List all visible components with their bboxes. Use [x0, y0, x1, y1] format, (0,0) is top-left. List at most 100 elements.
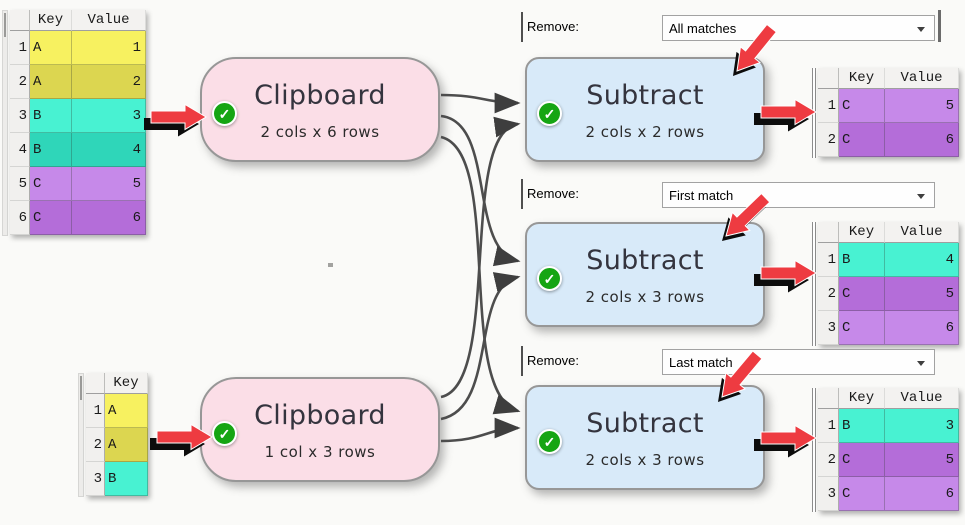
- row-number: 2: [86, 428, 105, 462]
- node-subtract-1[interactable]: ✓ Subtract 2 cols x 2 rows: [525, 57, 765, 162]
- row-number: 3: [818, 311, 839, 345]
- data-cell[interactable]: A: [105, 394, 148, 428]
- remove-label: Remove:: [527, 353, 580, 368]
- row-number-header: [818, 388, 839, 409]
- column-header[interactable]: Key: [30, 10, 72, 31]
- status-ok-icon: ✓: [212, 101, 237, 126]
- status-ok-icon: ✓: [537, 101, 562, 126]
- data-cell[interactable]: 4: [885, 243, 959, 277]
- data-cell[interactable]: 4: [72, 133, 146, 167]
- column-header[interactable]: Value: [72, 10, 146, 31]
- data-cell[interactable]: C: [839, 311, 885, 345]
- node-title: Subtract: [586, 80, 704, 111]
- arrow-shadow: [144, 111, 199, 137]
- data-cell[interactable]: A: [30, 65, 72, 99]
- row-number: 4: [10, 133, 30, 167]
- data-cell[interactable]: C: [839, 89, 885, 123]
- row-number: 3: [86, 462, 105, 496]
- data-cell[interactable]: C: [839, 123, 885, 157]
- pane-edge: [521, 179, 523, 209]
- data-cell[interactable]: 5: [72, 167, 146, 201]
- data-cell[interactable]: A: [30, 31, 72, 65]
- connector-lines: [440, 92, 521, 443]
- column-header[interactable]: Key: [839, 68, 885, 89]
- pane-scrollbar[interactable]: [2, 10, 8, 236]
- row-number-header: [818, 222, 839, 243]
- status-ok-icon: ✓: [537, 266, 562, 291]
- node-size-label: 2 cols x 3 rows: [585, 288, 705, 306]
- red-arrow-icon: [760, 425, 817, 451]
- node-size-label: 2 cols x 2 rows: [585, 123, 705, 141]
- row-number-header: [818, 68, 839, 89]
- row-number: 1: [818, 243, 839, 277]
- column-header[interactable]: Key: [105, 373, 148, 394]
- remove-dropdown-1[interactable]: All matches: [662, 15, 935, 41]
- data-cell[interactable]: 5: [885, 89, 959, 123]
- chevron-down-icon: [917, 361, 925, 366]
- data-cell[interactable]: B: [839, 409, 885, 443]
- node-clipboard-1[interactable]: ✓ Clipboard 2 cols x 6 rows: [200, 57, 440, 162]
- canvas-grid-dot: [328, 263, 333, 267]
- row-number: 1: [10, 31, 30, 65]
- remove-label: Remove:: [527, 19, 580, 34]
- remove-dropdown-3-value: Last match: [669, 354, 733, 370]
- row-number: 1: [86, 394, 105, 428]
- node-clipboard-2[interactable]: ✓ Clipboard 1 col x 3 rows: [200, 377, 440, 482]
- data-cell[interactable]: 3: [72, 99, 146, 133]
- data-cell[interactable]: C: [839, 477, 885, 511]
- data-cell[interactable]: B: [30, 133, 72, 167]
- remove-dropdown-3[interactable]: Last match: [662, 349, 935, 375]
- pane-edge: [938, 10, 941, 42]
- data-cell[interactable]: 2: [72, 65, 146, 99]
- data-cell[interactable]: 3: [885, 409, 959, 443]
- row-number: 1: [818, 89, 839, 123]
- remove-dropdown-2[interactable]: First match: [662, 182, 935, 208]
- data-cell[interactable]: 6: [885, 311, 959, 345]
- row-number: 3: [818, 477, 839, 511]
- data-cell[interactable]: 1: [72, 31, 146, 65]
- data-cell[interactable]: C: [30, 167, 72, 201]
- data-cell[interactable]: B: [30, 99, 72, 133]
- row-number-header: [86, 373, 105, 394]
- pane-scrollbar[interactable]: [78, 373, 84, 497]
- red-arrow-icon: [760, 260, 817, 286]
- row-number: 5: [10, 167, 30, 201]
- remove-dropdown-1-value: All matches: [669, 20, 737, 36]
- node-size-label: 2 cols x 6 rows: [260, 123, 380, 141]
- node-title: Subtract: [586, 245, 704, 276]
- data-cell[interactable]: B: [105, 462, 148, 496]
- status-ok-icon: ✓: [537, 429, 562, 454]
- node-subtract-2[interactable]: ✓ Subtract 2 cols x 3 rows: [525, 222, 765, 327]
- column-header[interactable]: Value: [885, 222, 959, 243]
- data-cell[interactable]: C: [30, 201, 72, 235]
- data-cell[interactable]: B: [839, 243, 885, 277]
- chevron-down-icon: [917, 27, 925, 32]
- data-cell[interactable]: A: [105, 428, 148, 462]
- pane-edge: [521, 12, 523, 42]
- row-number: 2: [818, 277, 839, 311]
- data-cell[interactable]: 6: [885, 123, 959, 157]
- node-title: Clipboard: [254, 80, 386, 111]
- data-cell[interactable]: 6: [885, 477, 959, 511]
- row-number: 3: [10, 99, 30, 133]
- data-cell[interactable]: 5: [885, 277, 959, 311]
- data-cell[interactable]: C: [839, 443, 885, 477]
- data-cell[interactable]: 5: [885, 443, 959, 477]
- node-subtract-3[interactable]: ✓ Subtract 2 cols x 3 rows: [525, 385, 765, 490]
- column-header[interactable]: Value: [885, 388, 959, 409]
- node-title: Subtract: [586, 408, 704, 439]
- data-cell[interactable]: 6: [72, 201, 146, 235]
- pane-divider: [812, 388, 816, 512]
- arrow-shadow: [150, 431, 205, 457]
- column-header[interactable]: Key: [839, 222, 885, 243]
- node-size-label: 2 cols x 3 rows: [585, 451, 705, 469]
- data-cell[interactable]: C: [839, 277, 885, 311]
- column-header[interactable]: Value: [885, 68, 959, 89]
- red-arrow-icon: [760, 99, 817, 125]
- column-header[interactable]: Key: [839, 388, 885, 409]
- node-size-label: 1 col x 3 rows: [264, 443, 376, 461]
